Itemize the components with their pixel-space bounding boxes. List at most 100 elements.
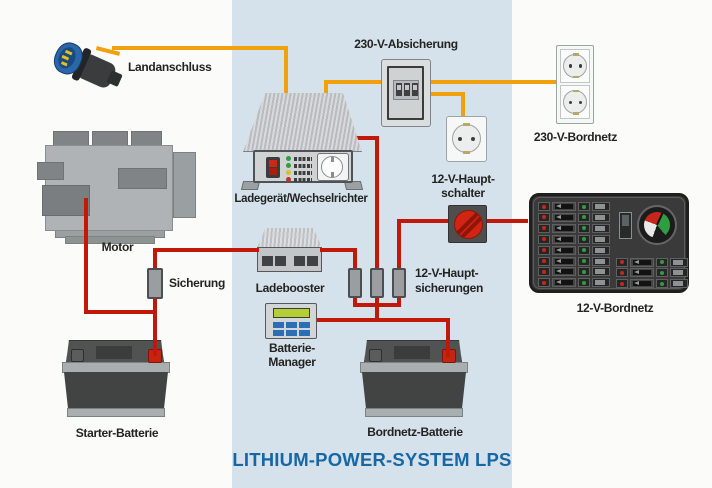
label-main-fuses-line2: sicherungen [415,281,484,295]
panel-led-green [578,278,590,288]
inverter-top [243,93,362,152]
panel-rocker-switch [630,268,654,278]
status-led [286,170,291,175]
panel-fuse-slot [592,267,610,277]
label-battery-manager: Batterie- Manager [262,341,322,369]
led-caption-marks [294,171,312,175]
panel-led-red [538,212,550,222]
panel-fuse-slot [670,279,688,289]
battery-base [67,408,165,417]
wire-230v [461,92,465,118]
panel-led-red [538,234,550,244]
panel-switch-row [616,257,688,267]
panel-rocker-switch [630,279,654,289]
status-led [286,163,291,168]
label-battery-manager-line1: Batterie- [269,341,315,355]
socket-well [451,124,481,153]
wire-12v [375,136,379,322]
panel-fuse-slot [592,202,610,211]
wire-12v [352,136,379,140]
panel-gauge [637,205,677,245]
wire-230v [324,80,328,96]
board-battery-icon [358,336,470,420]
booster-terminal [294,256,305,266]
wire-12v [353,303,401,307]
breaker-switch [403,83,410,96]
panel-led-red [538,223,550,233]
socket-unit [559,48,590,83]
inverter-power-switch [266,157,280,178]
socket-hole [458,137,462,141]
label-main-fuses: 12-V-Haupt- sicherungen [415,266,483,296]
panel-led-red [616,279,628,289]
manager-button [273,330,284,336]
panel-led-red [616,257,628,267]
engine-part [118,168,167,189]
charge-booster-top [257,228,322,248]
panel-fuse-slot [592,212,610,222]
wire-230v [324,80,556,84]
breaker-switch [411,83,418,96]
battery-manager [265,303,317,339]
panel-led-green [578,212,590,222]
panel-rocker-switch [552,223,576,233]
panel-led-green [578,234,590,244]
diagram-title: LITHIUM-POWER-SYSTEM LPS [232,449,512,470]
booster-terminal [262,256,273,266]
main-fuse [348,268,362,298]
panel-switch-row [538,202,610,211]
socket-unit [559,85,590,119]
battery-rim [360,362,468,373]
switch-knob [453,210,483,239]
socket-icon [446,116,487,162]
breaker-switch [395,83,402,96]
panel-rocker-switch [552,278,576,288]
label-230v-fusing: 230-V-Absicherung [354,37,458,51]
control-panel [529,193,689,293]
panel-rocker-switch [552,202,576,211]
panel-led-green [578,245,590,255]
charge-booster-front [257,247,322,272]
panel-led-green [656,279,668,289]
panel-led-green [656,257,668,267]
label-charge-booster: Ladebooster [255,281,325,295]
wire-230v [429,92,465,96]
manager-button [286,322,297,328]
wire-12v [153,248,259,252]
fuse-icon [147,268,163,299]
panel-led-red [616,268,628,278]
panel-rocker-switch [552,245,576,255]
led-caption-marks [294,157,312,161]
booster-terminal [307,256,318,266]
panel-inner-frame [533,197,685,289]
wire-230v [284,46,288,95]
panel-led-green [578,256,590,266]
panel-fuse-slot [670,257,688,267]
battery-terminal-neg [369,349,382,362]
engine-icon [37,128,203,244]
battery-terminal-neg [71,349,84,362]
label-starter-battery: Starter-Batterie [75,426,159,440]
panel-led-green [656,268,668,278]
main-switch-icon [448,205,487,243]
panel-led-red [538,245,550,255]
panel-rocker-switch [552,234,576,244]
battery-body [64,372,168,410]
label-main-switch-line1: 12-V-Haupt- [431,172,495,186]
inverter-front [253,150,353,183]
battery-plate [96,346,132,359]
starter-battery-icon [60,336,172,420]
label-main-switch: 12-V-Haupt- schalter [421,172,505,200]
panel-switch-row [538,267,610,277]
socket-hole [471,137,475,141]
manager-button [286,330,297,336]
panel-switch-row [538,278,610,288]
panel-toggle [619,212,632,239]
label-main-switch-line2: schalter [441,186,485,200]
main-fuse [370,268,384,298]
socket-clip [463,123,470,126]
engine-part [37,162,64,180]
panel-rocker-switch [630,257,654,267]
panel-fuse-slot [592,223,610,233]
